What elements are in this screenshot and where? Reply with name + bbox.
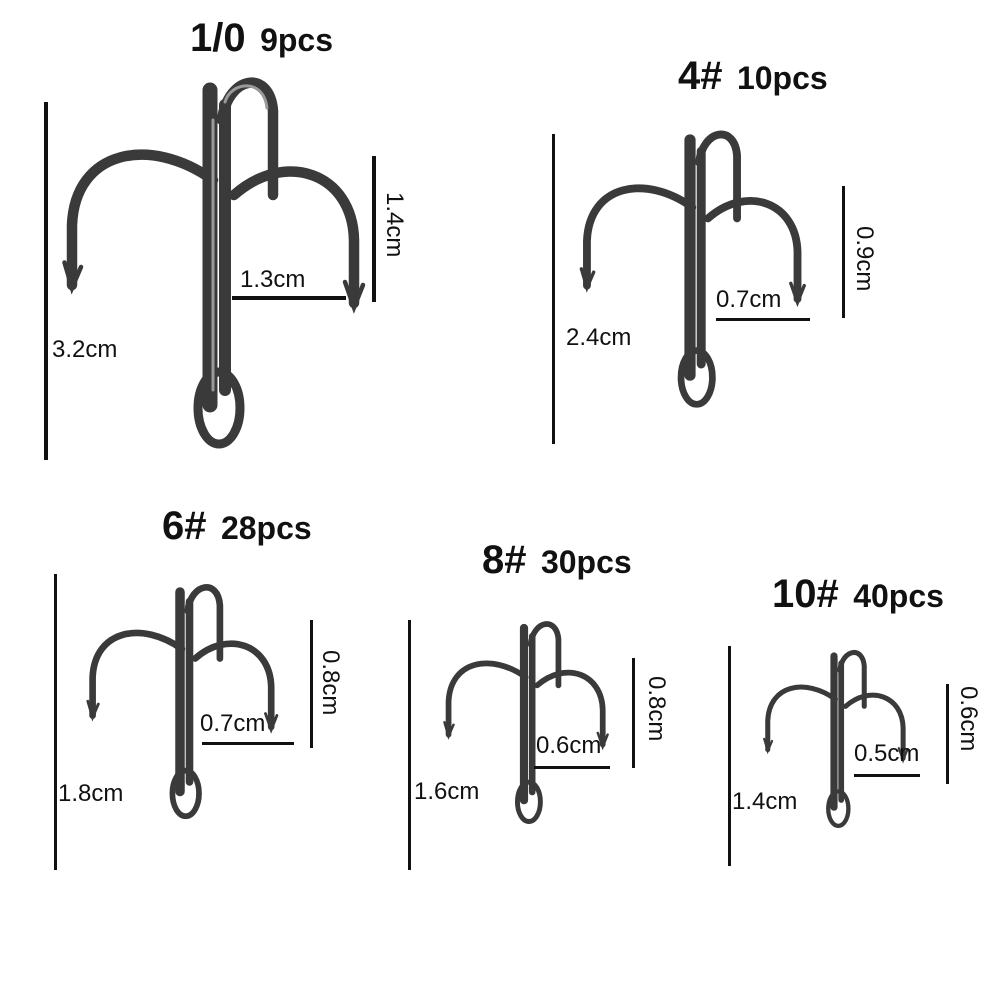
gap-dimension-line xyxy=(232,296,346,300)
hook-panel-4: 4# 10pcs 2.4cm 0.7cm 0.9cm xyxy=(520,50,940,470)
hook-size: 6# xyxy=(162,504,207,548)
length-label: 1.6cm xyxy=(414,778,480,805)
hook-size-title: 10# 40pcs xyxy=(772,572,944,617)
treble-hook-icon xyxy=(579,130,806,408)
length-dimension-line xyxy=(552,134,555,444)
bend-dimension-line xyxy=(632,658,635,768)
hook-panel-6: 6# 28pcs 1.8cm 0.7cm 0.8cm xyxy=(40,500,380,880)
gap-label: 1.3cm xyxy=(240,266,306,293)
hook-size-title: 6# 28pcs xyxy=(162,504,312,549)
hook-quantity: 30pcs xyxy=(540,544,632,580)
gap-label: 0.6cm xyxy=(536,732,602,759)
treble-hook-icon xyxy=(763,650,909,829)
hook-size-title: 4# 10pcs xyxy=(678,54,828,99)
hook-size: 10# xyxy=(772,572,839,616)
hook-panel-10: 10# 40pcs 1.4cm 0.5cm 0.6cm xyxy=(720,560,990,880)
bend-dimension-line xyxy=(310,620,313,748)
length-label: 1.8cm xyxy=(58,780,124,807)
gap-dimension-line xyxy=(202,742,294,745)
hook-size-title: 1/0 9pcs xyxy=(190,16,333,61)
hook-quantity: 9pcs xyxy=(260,22,333,58)
gap-dimension-line xyxy=(716,318,810,321)
treble-hook-icon xyxy=(443,621,609,824)
hook-quantity: 28pcs xyxy=(220,510,312,546)
gap-label: 0.7cm xyxy=(716,286,782,313)
treble-hook-icon xyxy=(62,77,366,449)
hook-panel-1-0: 1/0 9pcs 3.2cm 1.3cm 1.4cm xyxy=(0,0,420,480)
gap-label: 0.5cm xyxy=(854,740,920,767)
length-label: 2.4cm xyxy=(566,324,632,351)
treble-hook-icon xyxy=(86,584,279,820)
hook-quantity: 10pcs xyxy=(736,60,828,96)
hook-size: 8# xyxy=(482,538,527,582)
length-dimension-line xyxy=(408,620,411,870)
bend-label: 0.8cm xyxy=(317,650,344,716)
bend-label: 0.8cm xyxy=(643,676,670,742)
length-dimension-line xyxy=(44,102,48,460)
hook-size: 4# xyxy=(678,54,723,98)
hook-size-title: 8# 30pcs xyxy=(482,538,632,583)
length-label: 3.2cm xyxy=(52,336,118,363)
bend-label: 0.6cm xyxy=(955,686,982,752)
length-dimension-line xyxy=(54,574,57,870)
hook-panel-8: 8# 30pcs 1.6cm 0.6cm 0.8cm xyxy=(400,530,690,880)
gap-dimension-line xyxy=(534,766,610,769)
gap-dimension-line xyxy=(854,774,920,777)
bend-dimension-line xyxy=(946,684,949,784)
bend-dimension-line xyxy=(842,186,845,318)
bend-dimension-line xyxy=(372,156,376,302)
bend-label: 1.4cm xyxy=(381,192,408,258)
hook-size: 1/0 xyxy=(190,16,246,60)
bend-label: 0.9cm xyxy=(851,226,878,292)
length-dimension-line xyxy=(728,646,731,866)
length-label: 1.4cm xyxy=(732,788,798,815)
hook-quantity: 40pcs xyxy=(853,578,944,614)
gap-label: 0.7cm xyxy=(200,710,266,737)
